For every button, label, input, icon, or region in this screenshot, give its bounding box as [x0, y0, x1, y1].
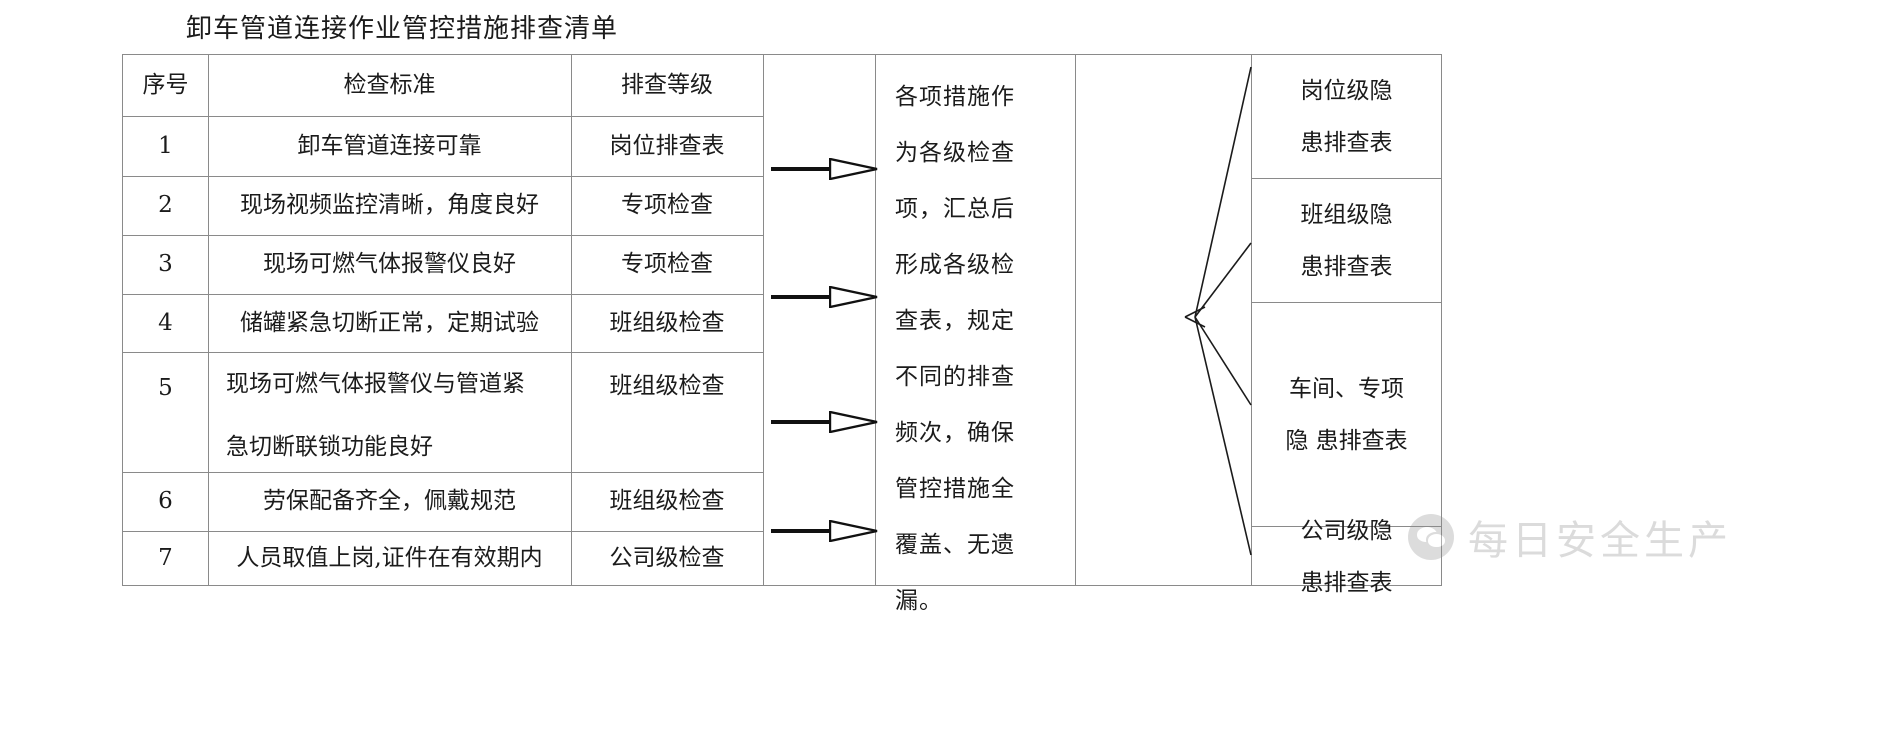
row-divider-header — [123, 116, 763, 117]
diagram-frame: 序号 检查标准 排查等级 1 卸车管道连接可靠 岗位排查表 2 现场视频监控清晰… — [122, 54, 1442, 614]
table-row-index: 1 — [158, 132, 173, 159]
table-row-level: 公司级检查 — [609, 545, 725, 572]
output-box-line1: 公司级隐 — [1300, 517, 1393, 544]
output-box-line2: 患排查表 — [1300, 253, 1393, 280]
table-row-level: 专项检查 — [621, 251, 713, 278]
table-row-index: 2 — [158, 192, 173, 219]
page-title: 卸车管道连接作业管控措施排查清单 — [186, 14, 619, 44]
table-row-standard: 现场可燃气体报警仪与管道紧 急切断联锁功能良好 — [208, 352, 571, 472]
watermark: 每日安全生产 — [1408, 508, 1732, 566]
output-box-company-level: 公司级隐 患排查表 — [1251, 518, 1442, 596]
table-row-standard-line2: 急切断联锁功能良好 — [226, 433, 433, 460]
column-divider-arrows — [875, 55, 876, 585]
row-divider-5 — [123, 472, 763, 473]
column-divider-index — [208, 55, 209, 585]
column-divider-standard — [571, 55, 572, 585]
column-divider-level — [763, 55, 764, 585]
row-divider-3 — [123, 294, 763, 295]
row-divider-6 — [123, 531, 763, 532]
narrative-line: 为各级检查 — [895, 140, 1015, 166]
output-box-line1: 班组级隐 — [1300, 201, 1393, 228]
column-divider-fan — [1251, 55, 1252, 585]
table-row-level: 班组级检查 — [609, 488, 725, 515]
header-cell-standard: 检查标准 — [343, 72, 436, 99]
table-row-standard-line1: 现场可燃气体报警仪与管道紧 — [226, 371, 525, 397]
table-row-standard: 劳保配备齐全，佩戴规范 — [263, 488, 516, 515]
table-row-standard: 现场视频监控清晰，角度良好 — [240, 192, 539, 219]
narrative-line: 频次，确保 — [895, 420, 1015, 446]
narrative-line: 不同的排查 — [895, 364, 1015, 390]
output-box-line1: 车间、专项 — [1289, 375, 1404, 402]
narrative-text-block: 各项措施作 为各级检查 项，汇总后 形成各级检 查表，规定 不同的排查 频次，确… — [875, 55, 1075, 614]
wechat-icon — [1408, 514, 1454, 560]
narrative-line: 项，汇总后 — [895, 196, 1015, 222]
table-row-standard: 储罐紧急切断正常，定期试验 — [240, 309, 539, 336]
row-divider-1 — [123, 176, 763, 177]
output-box-post-level: 岗位级隐 患排查表 — [1251, 55, 1442, 179]
header-cell-index: 序号 — [142, 72, 189, 99]
table-row-index: 4 — [158, 309, 173, 336]
table-row-standard: 现场可燃气体报警仪良好 — [263, 251, 516, 278]
output-box-line2: 患排查表 — [1300, 569, 1393, 596]
table-row-standard: 人员取值上岗,证件在有效期内 — [236, 545, 543, 572]
table-row-standard: 卸车管道连接可靠 — [297, 132, 482, 159]
output-box-line1: 岗位级隐 — [1300, 77, 1393, 104]
column-divider-narrative — [1075, 55, 1076, 585]
table-row-level: 专项检查 — [621, 192, 713, 219]
narrative-line: 查表，规定 — [895, 308, 1015, 334]
row-divider-2 — [123, 235, 763, 236]
table-row-level: 班组级检查 — [609, 309, 725, 336]
header-cell-level: 排查等级 — [621, 72, 713, 99]
table-row-level: 岗位排查表 — [609, 132, 725, 159]
narrative-line: 管控措施全 — [895, 476, 1015, 502]
narrative-line: 各项措施作 — [895, 84, 1015, 110]
output-box-workshop-special: 车间、专项 隐 患排查表 — [1251, 303, 1442, 527]
watermark-label: 每日安全生产 — [1468, 518, 1732, 564]
table-row-index: 7 — [158, 545, 173, 572]
output-box-team-level: 班组级隐 患排查表 — [1251, 179, 1442, 303]
table-row-index: 5 — [158, 375, 173, 401]
narrative-line: 覆盖、无遗漏。 — [895, 532, 1015, 614]
output-box-line2: 隐 患排查表 — [1285, 427, 1408, 454]
fan-connector-lines — [1184, 66, 1252, 556]
output-box-line2: 患排查表 — [1300, 129, 1393, 156]
table-row-index: 6 — [158, 488, 173, 515]
table-row-index: 3 — [158, 251, 173, 278]
row-divider-4 — [123, 352, 763, 353]
table-row-level: 班组级检查 — [609, 373, 725, 399]
narrative-line: 形成各级检 — [895, 252, 1015, 278]
